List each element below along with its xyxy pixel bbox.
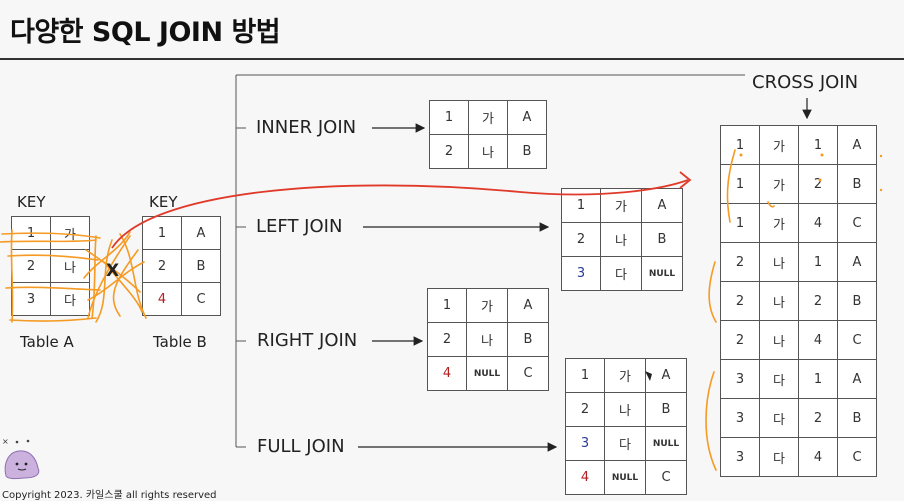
- table-cell: 1: [720, 125, 760, 165]
- left-join-label: LEFT JOIN: [256, 216, 343, 237]
- table-cell: B: [507, 134, 547, 169]
- table-cell: 2: [798, 164, 838, 204]
- table-cell: 다: [759, 437, 799, 477]
- table-b-key-header: KEY: [149, 193, 178, 211]
- svg-text:×: ×: [2, 437, 9, 446]
- table-cell: C: [507, 356, 549, 391]
- table-cell: A: [507, 288, 549, 323]
- table-cell: 나: [759, 320, 799, 360]
- table-cell: B: [507, 322, 549, 357]
- table-cell: B: [837, 398, 877, 438]
- table-cell: A: [837, 242, 877, 282]
- table-cell: 2: [565, 392, 605, 427]
- table-cell: 3: [720, 437, 760, 477]
- table-cell: C: [837, 437, 877, 477]
- inner-join-label: INNER JOIN: [256, 117, 357, 138]
- table-cell: B: [837, 281, 877, 321]
- table-cell: A: [645, 358, 687, 393]
- page-title: 다양한 SQL JOIN 방법: [10, 17, 281, 48]
- table-cell: 3: [565, 426, 605, 461]
- table-cell: C: [181, 282, 221, 316]
- table-cell: 나: [604, 392, 646, 427]
- full-join-label: FULL JOIN: [257, 436, 345, 457]
- title-divider: [0, 58, 904, 60]
- table-cell: C: [645, 460, 687, 495]
- table-cell: 3: [720, 398, 760, 438]
- table-cell: 2: [720, 242, 760, 282]
- table-cell: 4: [565, 460, 605, 495]
- table-cell: NULL: [604, 460, 646, 495]
- table-cell: 1: [798, 242, 838, 282]
- table-cell: NULL: [645, 426, 687, 461]
- table-cell: B: [837, 164, 877, 204]
- table-cell: C: [837, 320, 877, 360]
- table-cell: B: [181, 249, 221, 283]
- table-cell: 1: [565, 358, 605, 393]
- table-cell: 4: [142, 282, 182, 316]
- table-cell: NULL: [641, 256, 683, 291]
- table-cell: B: [645, 392, 687, 427]
- right-join-label: RIGHT JOIN: [257, 330, 358, 351]
- mascot-icon: ×: [2, 437, 40, 480]
- copyright-text: Copyright 2023. 카일스쿨 all rights reserved: [2, 490, 217, 501]
- table-cell: 2: [561, 222, 601, 257]
- table-cell: 4: [798, 203, 838, 243]
- table-cell: C: [837, 203, 877, 243]
- table-cell: A: [641, 188, 683, 223]
- table-cell: 다: [604, 426, 646, 461]
- svg-text:X: X: [106, 261, 119, 281]
- table-cell: 1: [142, 216, 182, 250]
- table-cell: 가: [759, 164, 799, 204]
- table-cell: NULL: [466, 356, 508, 391]
- cross-join-label: CROSS JOIN: [752, 72, 859, 93]
- table-cell: 나: [759, 281, 799, 321]
- table-cell: A: [837, 125, 877, 165]
- table-a-caption: Table A: [20, 333, 74, 351]
- table-b-caption: Table B: [153, 333, 207, 351]
- table-cell: 2: [427, 322, 467, 357]
- table-cell: 나: [600, 222, 642, 257]
- table-cell: 1: [720, 164, 760, 204]
- table-cell: 2: [798, 398, 838, 438]
- table-cell: 4: [798, 437, 838, 477]
- table-a-key-header: KEY: [17, 193, 46, 211]
- table-cell: 가: [468, 100, 508, 135]
